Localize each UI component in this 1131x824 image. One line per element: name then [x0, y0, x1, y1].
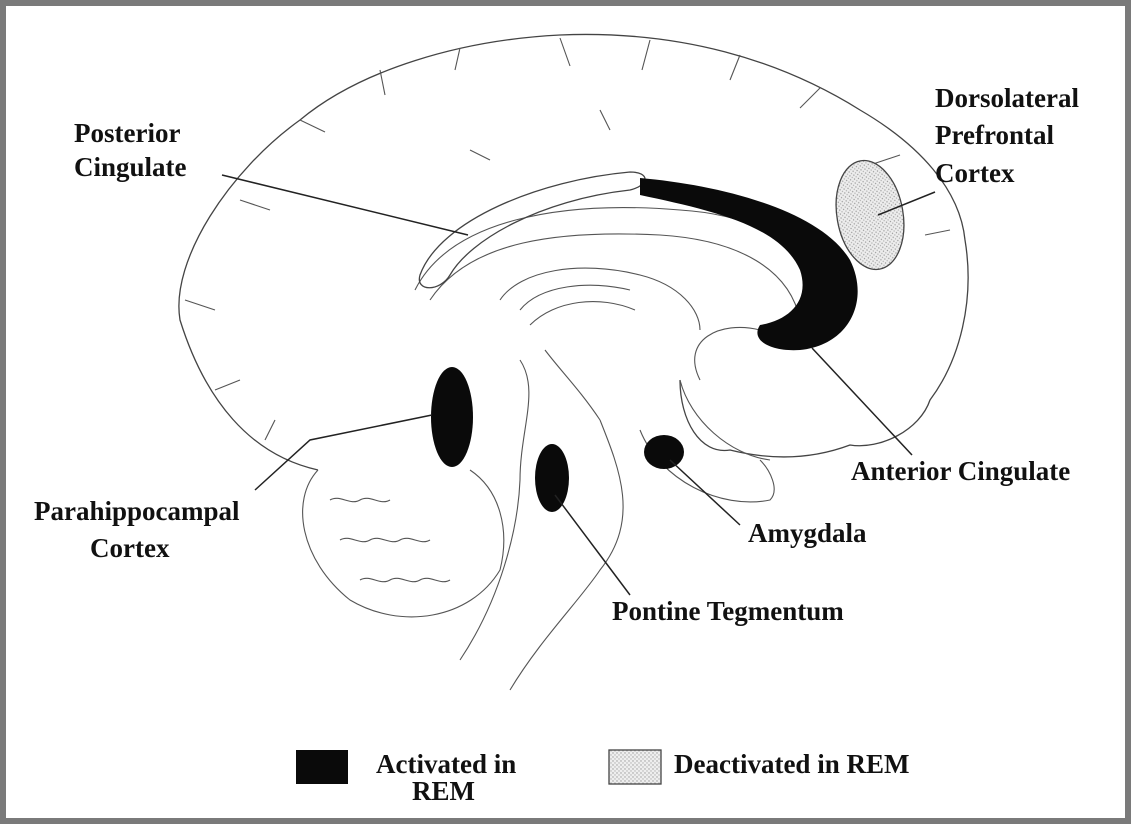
label-parahippocampal: Parahippocampal Cortex [34, 496, 246, 563]
leader-anterior-cingulate [812, 348, 912, 455]
parahippocampal-region [431, 367, 473, 467]
legend-deactivated-swatch [609, 750, 661, 784]
label-amygdala: Amygdala [748, 518, 867, 548]
cerebellum [303, 470, 504, 617]
label-pontine-tegmentum: Pontine Tegmentum [612, 596, 844, 626]
cortical-sulci [185, 38, 950, 440]
pontine-tegmentum-region [535, 444, 569, 512]
anterior-cingulate-region [640, 178, 858, 350]
legend-activated-label: Activated in REM [376, 749, 523, 806]
legend: Activated in REM Deactivated in REM [296, 749, 909, 806]
brainstem [460, 327, 774, 690]
amygdala-region [644, 435, 684, 469]
label-anterior-cingulate: Anterior Cingulate [851, 456, 1070, 486]
legend-deactivated-label: Deactivated in REM [674, 749, 909, 779]
leader-parahippocampal [255, 415, 432, 490]
legend-activated-swatch [296, 750, 348, 784]
leader-amygdala [670, 460, 740, 525]
posterior-cingulate-region [419, 172, 645, 288]
label-dorsolateral-prefrontal: Dorsolateral Prefrontal Cortex [935, 83, 1086, 188]
leader-posterior-cingulate [222, 175, 468, 235]
label-posterior-cingulate: Posterior Cingulate [74, 118, 187, 182]
